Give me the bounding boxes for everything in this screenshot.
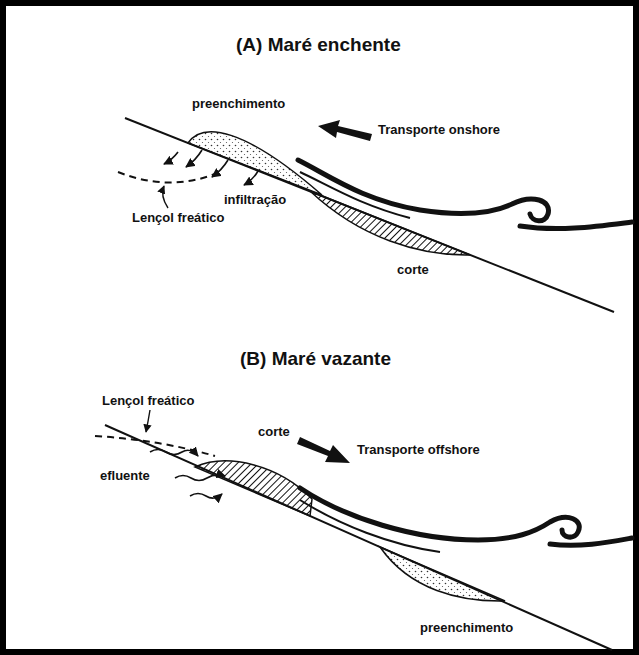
- zone-label: corte: [397, 262, 429, 277]
- water-table-label: Lençol freático: [102, 393, 194, 408]
- zone-label: corte: [258, 424, 290, 439]
- process-label: infiltração: [224, 192, 286, 207]
- process-label: efluente: [100, 468, 150, 483]
- panel-a: [118, 118, 632, 312]
- panel-heading: (A) Maré enchente: [236, 34, 401, 56]
- transport-label: Transporte onshore: [378, 122, 500, 137]
- zone-label: preenchimento: [420, 620, 513, 635]
- water-table-label: Lençol freático: [132, 210, 224, 225]
- transport-label: Transporte offshore: [357, 442, 480, 457]
- zone-label: preenchimento: [192, 96, 285, 111]
- panel-b: [95, 410, 632, 650]
- panel-heading: (B) Maré vazante: [240, 348, 391, 370]
